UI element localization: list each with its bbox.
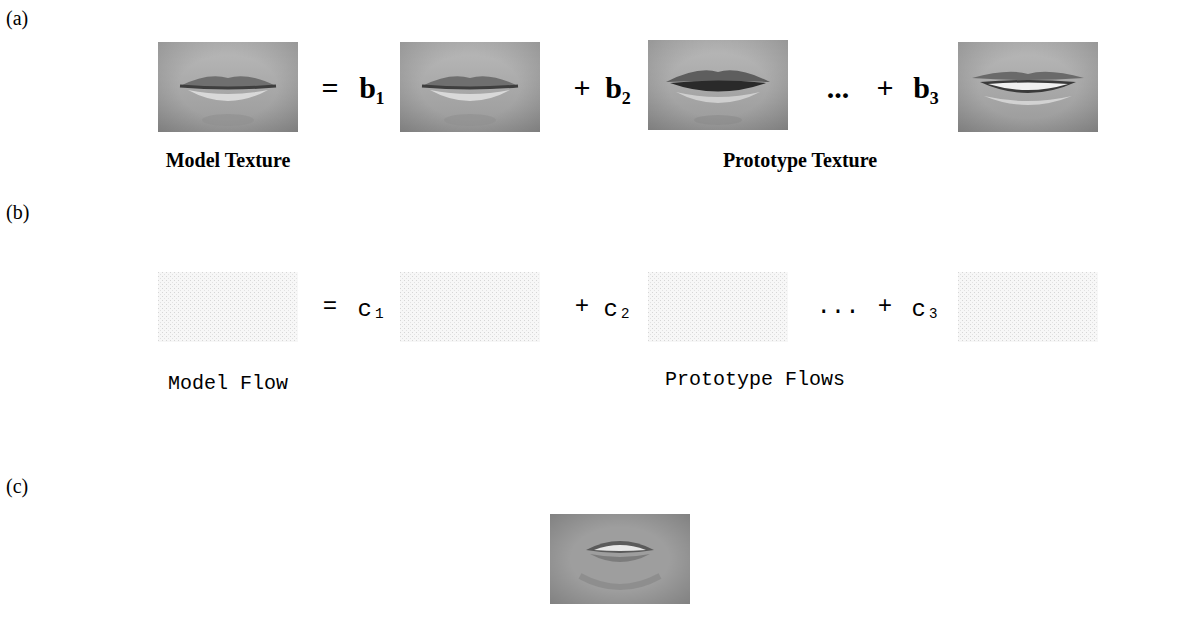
caption-text: Model Texture <box>166 149 291 171</box>
prototype-texture-image <box>400 42 540 132</box>
model-flow-image <box>158 272 298 342</box>
synthesized-image <box>550 514 690 604</box>
caption-text: Prototype Texture <box>723 149 877 171</box>
ellipsis: ... <box>816 294 859 320</box>
coefficient: c₃ <box>912 297 941 323</box>
prototype-flow-image <box>958 272 1098 342</box>
panel-label: (b) <box>6 201 29 223</box>
coefficient: c₂ <box>604 297 633 323</box>
coefficient: b₁ <box>359 71 385 104</box>
model-texture-image <box>158 42 298 132</box>
equals-sign: = <box>323 294 337 320</box>
plus-sign: + <box>573 71 590 104</box>
caption-text: Model Flow <box>168 373 288 395</box>
prototype-texture-image <box>958 42 1098 132</box>
caption-text: Prototype Flows <box>665 369 845 391</box>
prototype-flow-image <box>648 272 788 342</box>
coefficient: b₃ <box>913 71 939 104</box>
coefficient: b₂ <box>605 71 631 104</box>
plus-sign: + <box>876 71 893 104</box>
plus-sign: + <box>878 294 892 320</box>
ellipsis: ... <box>827 71 850 104</box>
coefficient: c₁ <box>358 297 387 323</box>
plus-sign: + <box>575 294 589 320</box>
panel-label: (c) <box>6 475 28 497</box>
prototype-flow-image <box>400 272 540 342</box>
prototype-texture-image <box>648 40 788 130</box>
equals-sign: = <box>321 71 338 104</box>
panel-label: (a) <box>6 7 28 29</box>
